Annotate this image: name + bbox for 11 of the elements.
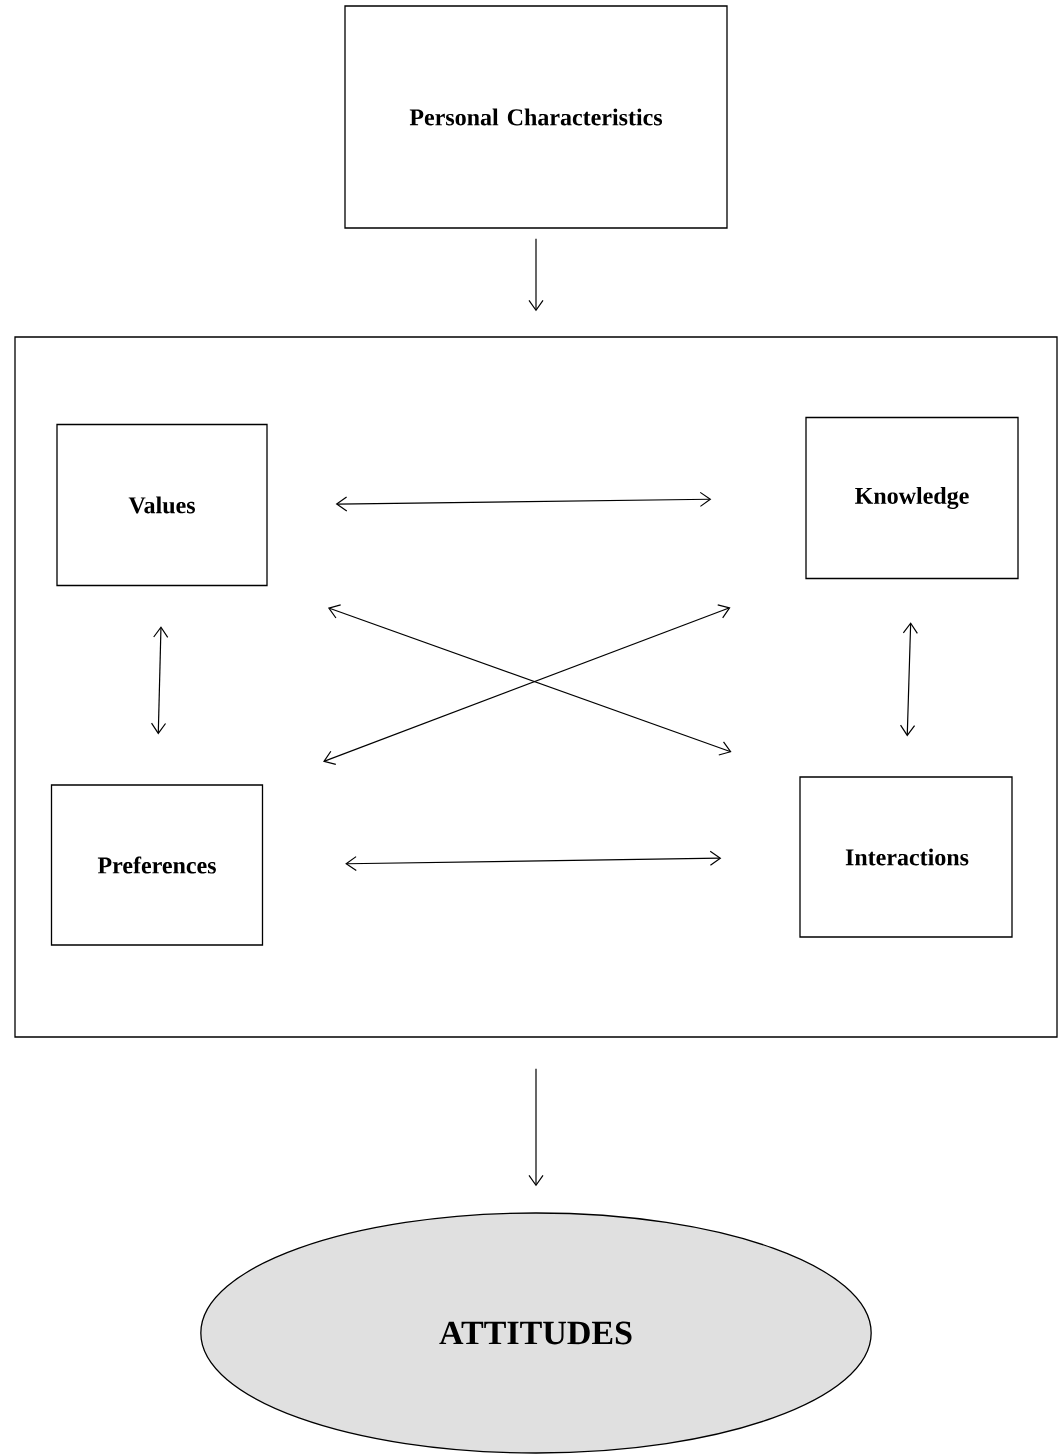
arrow: [335, 491, 712, 512]
box: Preferences: [50, 784, 264, 946]
arrow: [528, 1068, 544, 1187]
arrow: [345, 850, 722, 872]
box: Personal Characteristics: [344, 5, 728, 229]
box: Interactions: [799, 776, 1013, 938]
box: Values: [56, 423, 268, 587]
arrow: [150, 626, 169, 735]
arrow: [528, 238, 544, 312]
box: Knowledge: [805, 416, 1019, 580]
arrow: [899, 622, 918, 737]
